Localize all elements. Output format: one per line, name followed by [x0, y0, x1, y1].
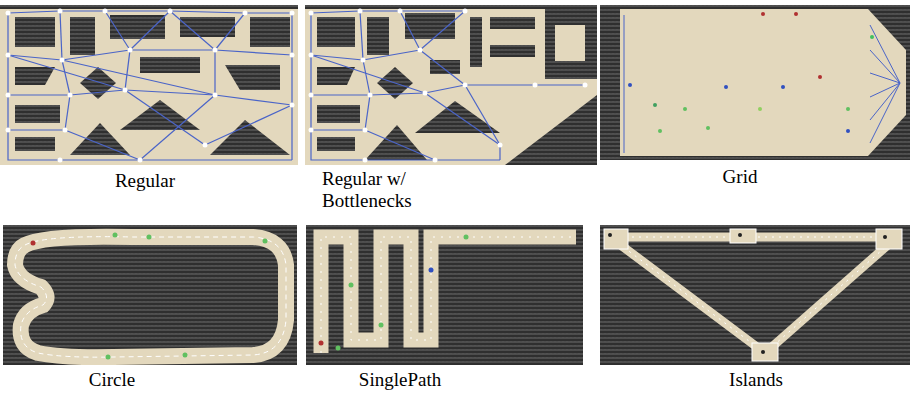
singlepath-map — [306, 225, 583, 365]
map-caption: Grid — [680, 166, 800, 188]
grid-map — [600, 5, 910, 160]
map-caption: Islands — [696, 369, 816, 391]
map-caption: Regular — [85, 170, 205, 192]
islands-map — [600, 225, 910, 365]
regular-map — [0, 5, 298, 165]
map-caption: SinglePath — [330, 369, 470, 391]
circle-map — [3, 225, 297, 365]
map-caption: Circle — [52, 369, 172, 391]
bottleneck-map — [305, 5, 597, 165]
map-caption: Regular w/ Bottlenecks — [322, 168, 430, 212]
